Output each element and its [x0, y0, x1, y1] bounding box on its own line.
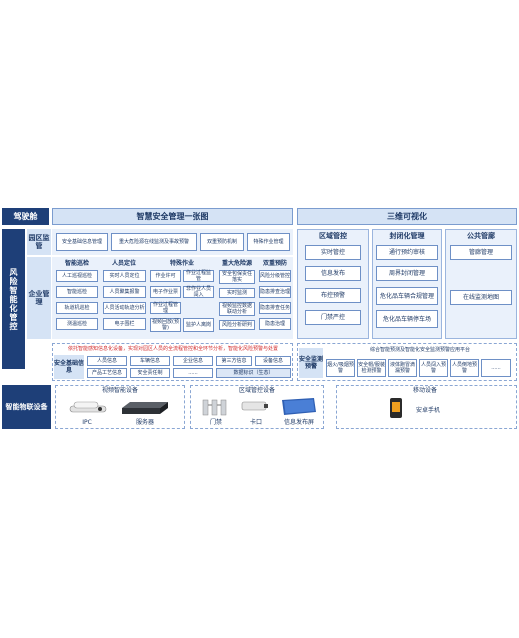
enterprise-col-1-item-3[interactable]: 电子围栏	[103, 318, 146, 330]
risk-control-label: 风险智能化管控	[2, 229, 25, 369]
enterprise-col-2-title: 特殊作业	[169, 260, 194, 267]
smart-monitor-cell-1[interactable]: 安全帽/服装检测预警	[357, 359, 386, 377]
area-item-2: 信息发布屏	[283, 418, 314, 426]
red-note: 依托智能感知信息化设备，实现对园区人员的全流程管控和全环节分析，智能化风险预警与…	[67, 346, 278, 352]
enterprise-col-0-item-2[interactable]: 轨道机巡检	[56, 302, 98, 314]
iot-devices-label: 智能物联设备	[2, 385, 51, 429]
closed-management-item-3[interactable]: 危化品车辆停车场	[376, 310, 438, 328]
enterprise-col-4-item-2[interactable]: 隐患排查任务	[259, 302, 291, 314]
smart-monitor-cell-4[interactable]: 人员倒地预警	[450, 359, 479, 377]
enterprise-col-3-item-1[interactable]: 实时监测	[219, 288, 255, 298]
basic-info-cell-6[interactable]: 安全责任制	[130, 368, 170, 378]
basic-info-cell-4[interactable]: 设备信息	[255, 356, 291, 366]
gate-icon	[200, 396, 230, 416]
ipc-camera-icon	[68, 398, 108, 416]
enterprise-col-2-item-3[interactable]: 非作业人员闯入	[183, 286, 214, 298]
basic-info-cell-2[interactable]: 企业信息	[173, 356, 213, 366]
enterprise-col-2-item-1[interactable]: 作业过程监管	[183, 270, 214, 282]
enterprise-col-2-item-0[interactable]: 作业许可	[150, 270, 181, 282]
safety-map-title[interactable]: 智慧安全管理一张图	[52, 208, 293, 225]
enterprise-management-label: 企业管理	[27, 257, 51, 339]
park-supervision-label: 园区监管	[27, 229, 51, 255]
enterprise-col-2-item-2[interactable]: 电子作业票	[150, 286, 181, 298]
basic-info-cell-5[interactable]: 产品工艺信息	[87, 368, 127, 378]
enterprise-col-0-item-3[interactable]: 测温巡检	[56, 318, 98, 330]
smart-monitor-cell-0[interactable]: 烟火/吸烟预警	[326, 359, 355, 377]
closed-management-title: 封闭化管理	[389, 231, 425, 240]
cockpit-label: 驾驶舱	[2, 208, 49, 225]
basic-info-cell-3[interactable]: 第三方信息	[216, 356, 252, 366]
enterprise-col-0-title: 智能巡检	[64, 260, 89, 267]
area-control-item-2[interactable]: 布控预警	[305, 288, 361, 303]
basic-info-cell-1[interactable]: 车辆信息	[130, 356, 170, 366]
enterprise-col-2-item-6[interactable]: 监护人离岗	[183, 318, 214, 332]
enterprise-col-3-title: 重大危险源	[221, 260, 252, 267]
area-devices-title: 区域管控设备	[238, 386, 275, 394]
basic-info-label: 安全基础信息	[54, 355, 84, 379]
enterprise-col-3-item-0[interactable]: 安全包保责任落实	[219, 270, 255, 284]
area-item-1: 卡口	[249, 418, 262, 426]
enterprise-col-4-title: 双重预防	[262, 260, 287, 267]
smart-monitor-label: 安全监测预警	[299, 348, 323, 378]
area-control-item-1[interactable]: 信息发布	[305, 266, 361, 281]
park-item-2[interactable]: 双重预防机制	[200, 233, 244, 251]
video-item-0: IPC	[82, 418, 92, 426]
smart-monitor-panel	[297, 343, 517, 381]
smart-monitor-cell-3[interactable]: 人员闯入预警	[419, 359, 448, 377]
smart-monitor-cell-2[interactable]: 液体跑冒滴漏预警	[388, 359, 417, 377]
park-item-3[interactable]: 特殊作业管理	[247, 233, 290, 251]
smart-monitor-cell-5[interactable]: ......	[481, 359, 511, 377]
video-devices-panel	[55, 385, 185, 429]
public-corridor-item-0[interactable]: 管廊管理	[450, 245, 512, 260]
closed-management-item-2[interactable]: 危化品车辆合规管理	[376, 287, 438, 305]
area-control-item-0[interactable]: 实时管控	[305, 245, 361, 260]
area-devices-panel	[190, 385, 324, 429]
video-item-1: 服务器	[135, 418, 154, 426]
basic-info-cell-8[interactable]: 数据标识（生态）	[216, 368, 291, 378]
enterprise-col-1-title: 人员定位	[111, 260, 136, 267]
closed-management-item-1[interactable]: 周界封闭管理	[376, 266, 438, 281]
enterprise-col-3-item-2[interactable]: 视频监控数据联动分析	[219, 302, 255, 316]
enterprise-col-3-item-3[interactable]: 风险分析研判	[219, 320, 255, 330]
checkpoint-camera-icon	[240, 398, 270, 414]
area-item-0: 门禁	[209, 418, 222, 426]
enterprise-col-0-item-0[interactable]: 人工巡视巡检	[56, 270, 98, 282]
park-item-0[interactable]: 安全基础信息管理	[56, 233, 108, 251]
display-screen-icon	[280, 396, 318, 416]
mobile-devices-title: 移动设备	[412, 386, 437, 394]
park-item-1[interactable]: 重大危险源在线监测及事故预警	[111, 233, 197, 251]
video-devices-title: 视频智能设备	[101, 386, 138, 394]
android-phone-icon	[389, 397, 403, 419]
3d-visualization-title[interactable]: 三维可视化	[297, 208, 517, 225]
basic-info-cell-0[interactable]: 人员信息	[87, 356, 127, 366]
public-corridor-item-1[interactable]: 在线监测地图	[450, 290, 512, 305]
closed-management-item-0[interactable]: 通行预约审核	[376, 245, 438, 260]
basic-info-panel	[52, 343, 293, 381]
area-control-item-3[interactable]: 门禁严控	[305, 310, 361, 325]
server-icon	[120, 398, 170, 416]
enterprise-col-4-item-0[interactable]: 风险分级管控	[259, 270, 291, 282]
smart-monitor-note: 综合智能预测及智能化安全监测预警应用平台	[369, 347, 470, 353]
enterprise-col-1-item-2[interactable]: 人员活动轨迹分析	[103, 302, 146, 314]
mobile-devices-panel	[336, 385, 517, 429]
enterprise-col-2-item-4[interactable]: 作业过程管理	[150, 302, 181, 314]
enterprise-col-4-item-1[interactable]: 隐患排查治理	[259, 286, 291, 298]
enterprise-col-4-item-3[interactable]: 隐患治理	[259, 318, 291, 330]
mobile-item-0: 安卓手机	[415, 406, 440, 414]
enterprise-col-0-item-1[interactable]: 智能巡检	[56, 286, 98, 298]
enterprise-col-1-item-1[interactable]: 人员聚集报警	[103, 286, 146, 298]
basic-info-cell-7[interactable]: ......	[173, 368, 213, 378]
enterprise-col-2-item-5[interactable]: 视频回放(预警)	[150, 318, 181, 332]
area-control-title: 区域管控	[319, 231, 347, 240]
public-corridor-title: 公共管廊	[467, 231, 495, 240]
enterprise-col-1-item-0[interactable]: 实时人员定位	[103, 270, 146, 282]
